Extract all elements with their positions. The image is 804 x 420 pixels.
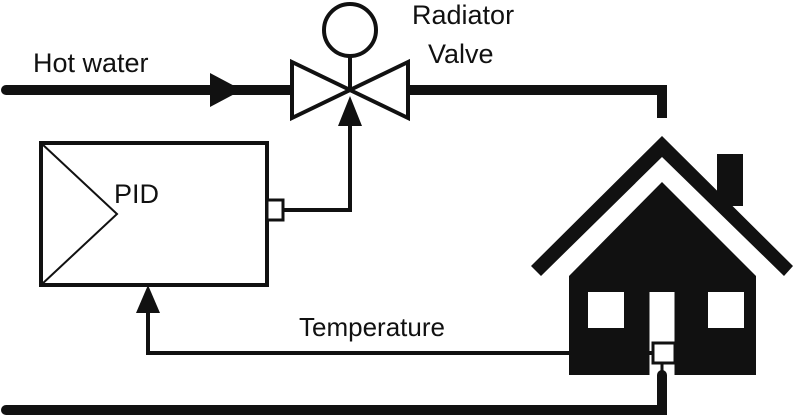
radiator-valve-icon xyxy=(290,2,410,122)
flow-arrow xyxy=(210,73,242,107)
house-window-right xyxy=(708,292,744,328)
supply-pipe xyxy=(408,85,667,118)
temperature-feedback-line xyxy=(146,305,653,355)
control-arrow xyxy=(338,96,362,126)
house-window-left xyxy=(588,292,624,328)
house-icon xyxy=(531,136,793,375)
temperature-label: Temperature xyxy=(299,312,445,342)
temperature-sensor-icon xyxy=(651,341,677,365)
feedback-arrow xyxy=(136,285,160,313)
pid-output-port xyxy=(265,198,285,222)
return-pipe xyxy=(1,370,667,415)
valve-actuator-icon xyxy=(322,2,378,58)
hot-water-label: Hot water xyxy=(33,48,149,78)
house-chimney xyxy=(717,154,743,206)
radiator-valve-label-line2: Valve xyxy=(428,39,494,69)
pid-controller-icon xyxy=(39,141,285,287)
radiator-valve-label-line1: Radiator xyxy=(412,0,514,30)
control-signal-line xyxy=(283,118,352,212)
pid-label: PID xyxy=(114,179,159,209)
